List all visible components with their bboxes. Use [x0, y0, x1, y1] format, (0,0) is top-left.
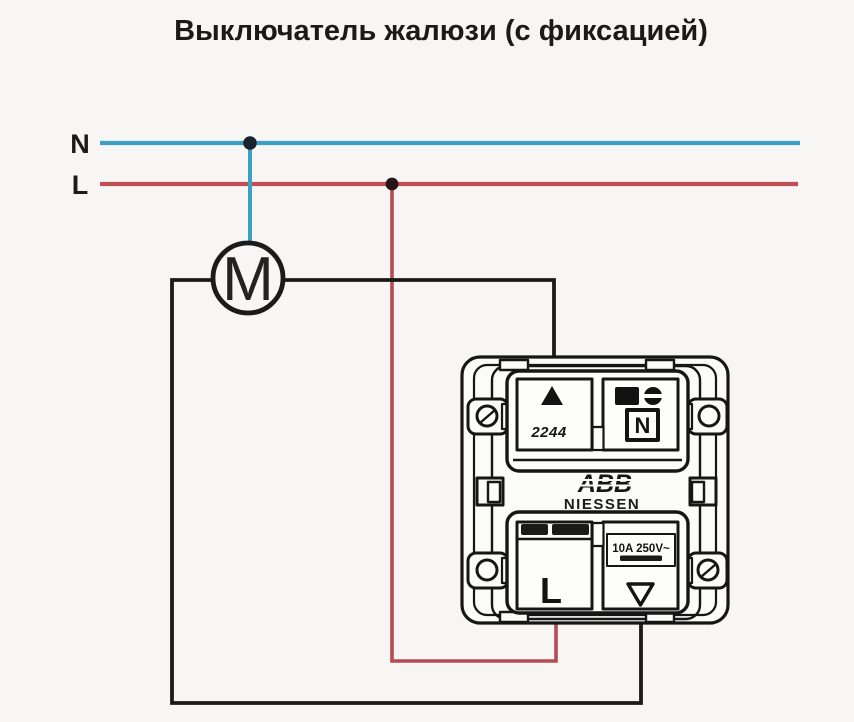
fixing-claw-right: [688, 476, 718, 507]
up-key: [515, 377, 594, 452]
fine-print-mark: [521, 524, 548, 535]
motor-symbol: M: [210, 240, 286, 316]
outline-triangle-down-icon: [626, 582, 655, 607]
diagram-title: Выключатель жалюзи (с фиксацией): [174, 15, 708, 47]
niessen-logo: N: [625, 408, 660, 442]
neutral-bus-label: N: [70, 129, 90, 159]
phase-wire-to-switch: [390, 184, 558, 663]
niessen-logo-letter: N: [635, 413, 651, 438]
brand-block: ABB NIESSEN: [564, 470, 640, 513]
rocker-divider: [591, 521, 605, 548]
terminal-key: [515, 520, 594, 611]
filled-triangle-up-icon: [541, 386, 563, 405]
screw-slot-icon: [479, 409, 496, 424]
brand-text: ABB: [577, 470, 632, 498]
strap-tab-top-left: [498, 358, 530, 372]
fixing-claw-left: [475, 476, 505, 507]
motor-letter: M: [222, 245, 274, 314]
neutral-junction-dot: [243, 136, 257, 150]
fine-print-mark: [552, 524, 589, 535]
screw-hole-icon: [475, 558, 499, 582]
rating-block: [606, 533, 676, 567]
strap-tab-top-right: [644, 358, 676, 372]
rating-text: 10A 250V~: [612, 543, 670, 555]
rocker-divider: [591, 425, 605, 452]
terminal-letter: L: [540, 570, 562, 611]
motor-circle: [210, 240, 286, 316]
phase-bus-label: L: [72, 170, 89, 200]
mounting-ear-bottom-right: [679, 551, 729, 590]
motor-to-switch-bottom-wire: [170, 278, 643, 705]
upper-rocker-module: 2244 N: [505, 369, 690, 473]
series-text: NIESSEN: [564, 496, 640, 513]
screw-hole-icon: [697, 404, 721, 428]
lower-rocker-module: L 10A 250V~: [505, 510, 690, 615]
screw-slot-icon: [700, 563, 717, 578]
slotted-screw-icon: [615, 387, 664, 405]
fine-print-mark: [620, 555, 662, 561]
motor-to-switch-top-wire: [284, 278, 556, 362]
phase-junction-dot: [385, 177, 399, 191]
blind-switch-device: 2244 N ABB NIESSEN: [460, 355, 730, 625]
model-number: 2244: [530, 424, 567, 441]
